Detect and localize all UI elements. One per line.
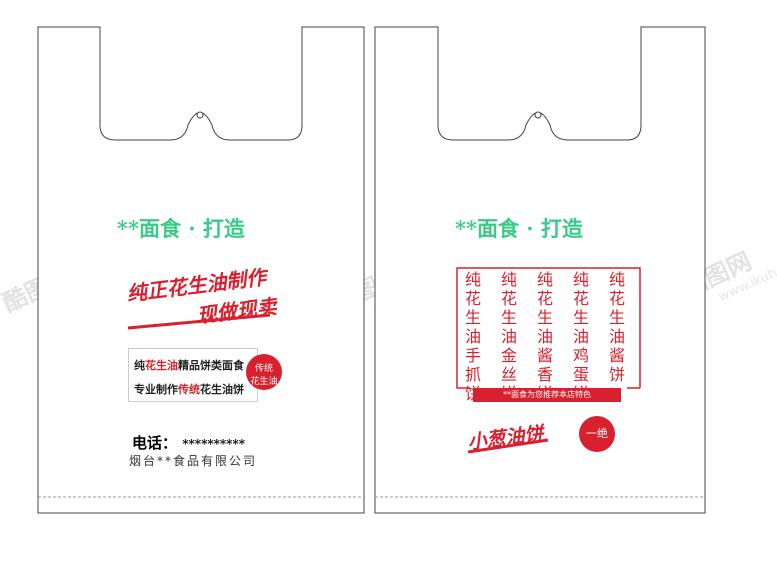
menu-column: 纯花生油手抓饼 bbox=[462, 271, 481, 404]
phone-label: 电话： bbox=[132, 434, 178, 452]
seal-text: 花生油 bbox=[250, 377, 278, 387]
text: 传统 bbox=[178, 383, 200, 396]
underline-stroke bbox=[127, 313, 271, 330]
menu-column: 纯花生油酱香饼 bbox=[534, 271, 553, 404]
menu-column: 纯花生油酱饼 bbox=[606, 271, 625, 385]
right-bag-outline bbox=[374, 26, 706, 514]
seal-stamp: 一绝 bbox=[579, 416, 615, 452]
left-bag-outline bbox=[37, 26, 365, 514]
slogan: **面食 · 打造 bbox=[117, 216, 245, 241]
company-name: 烟台**食品有限公司 bbox=[129, 454, 258, 468]
underline-stroke bbox=[467, 438, 549, 454]
phone-value: ********** bbox=[182, 437, 246, 451]
text: 纯 bbox=[134, 359, 145, 372]
text: 花生油饼 bbox=[200, 383, 244, 396]
feature-box: 纯花生油精品饼类面食 专业制作传统花生油饼 bbox=[128, 348, 258, 402]
slogan: **面食 · 打造 bbox=[455, 216, 583, 241]
text: 专业制作 bbox=[134, 383, 178, 396]
menu-frame bbox=[456, 267, 641, 389]
banner: **面食为您推荐本店特色 bbox=[473, 388, 621, 402]
text: 花生油 bbox=[145, 359, 178, 372]
text: 精品饼类面食 bbox=[178, 359, 244, 372]
seal-stamp: 传统 花生油 bbox=[246, 354, 282, 390]
menu-column: 纯花生油金丝饼 bbox=[498, 271, 517, 404]
phone: 电话： ********** bbox=[132, 432, 245, 453]
seal-text: 传统 bbox=[254, 364, 273, 374]
menu-column: 纯花生油鸡蛋饼 bbox=[570, 271, 589, 404]
